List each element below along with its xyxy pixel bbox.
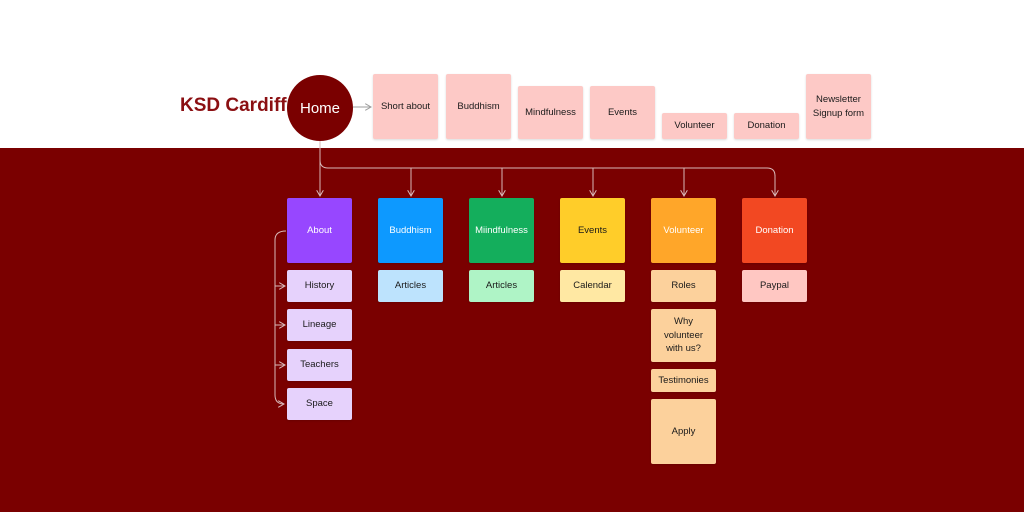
events-child-calendar: Calendar bbox=[560, 270, 625, 302]
top-node-events: Events bbox=[590, 86, 655, 139]
section-buddhism: Buddhism bbox=[378, 198, 443, 263]
home-node: Home bbox=[287, 75, 353, 141]
top-node-newsletter: Newsletter Signup form bbox=[806, 74, 871, 139]
section-volunteer: Volunteer bbox=[651, 198, 716, 263]
top-node-buddhism: Buddhism bbox=[446, 74, 511, 139]
section-about: About bbox=[287, 198, 352, 263]
section-donation: Donation bbox=[742, 198, 807, 263]
about-child-lineage: Lineage bbox=[287, 309, 352, 341]
volunteer-child-testimonies: Testimonies bbox=[651, 369, 716, 392]
top-node-donation: Donation bbox=[734, 113, 799, 139]
volunteer-child-apply: Apply bbox=[651, 399, 716, 464]
about-child-history: History bbox=[287, 270, 352, 302]
top-node-volunteer: Volunteer bbox=[662, 113, 727, 139]
section-mindfulness: Miindfulness bbox=[469, 198, 534, 263]
volunteer-child-roles: Roles bbox=[651, 270, 716, 302]
mindfulness-child-articles: Articles bbox=[469, 270, 534, 302]
site-title: KSD Cardiff bbox=[180, 95, 287, 116]
top-node-mindfulness: Mindfulness bbox=[518, 86, 583, 139]
section-bus-line bbox=[319, 159, 776, 177]
top-node-short-about: Short about bbox=[373, 74, 438, 139]
donation-child-paypal: Paypal bbox=[742, 270, 807, 302]
volunteer-child-why: Why volunteer with us? bbox=[651, 309, 716, 362]
buddhism-child-articles: Articles bbox=[378, 270, 443, 302]
section-events: Events bbox=[560, 198, 625, 263]
about-bracket-line bbox=[274, 230, 287, 404]
about-child-space: Space bbox=[287, 388, 352, 420]
about-child-teachers: Teachers bbox=[287, 349, 352, 381]
